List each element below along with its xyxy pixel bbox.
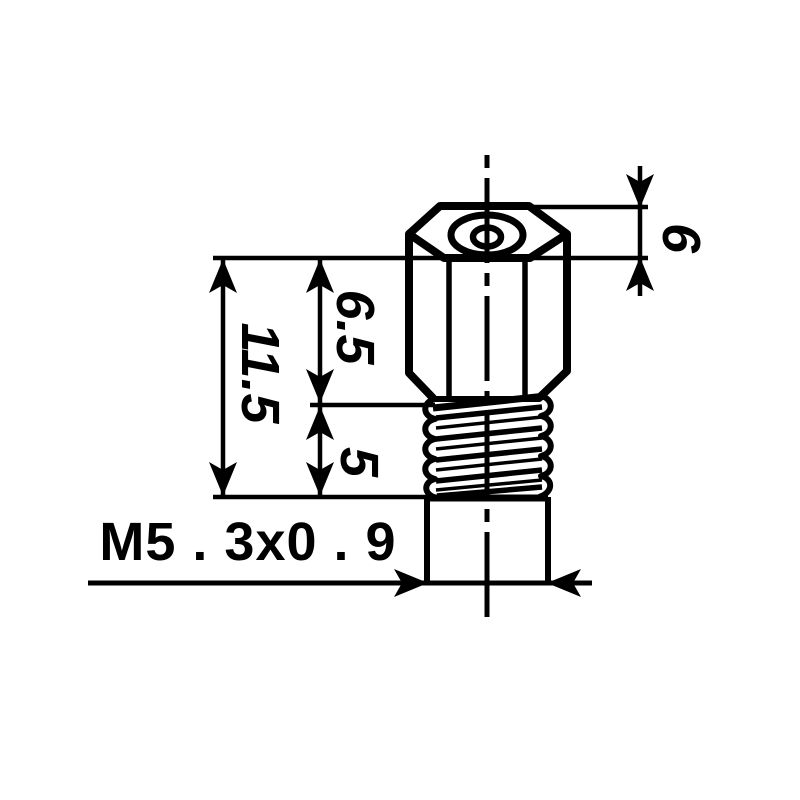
arrowhead-up-icon [306, 259, 334, 293]
dim-label-upper-length: 6.5 [325, 289, 385, 365]
dim-label-overall-length: 11.5 [230, 322, 290, 424]
arrowhead-down-icon [209, 462, 237, 496]
dimension-overall-length: 11.5 [209, 259, 290, 496]
hex-left-chamfer [405, 369, 437, 402]
thread-spec-callout: M5 . 3x0 . 9 [88, 512, 592, 597]
arrowhead-down-icon [306, 462, 334, 496]
dim-label-thread-length: 5 [329, 447, 389, 478]
thread-section [422, 392, 554, 501]
hole-chamfer-ellipse [447, 211, 527, 259]
thread-left-crests [422, 396, 438, 501]
jet-orifice-ellipse [469, 224, 505, 250]
base-cylinder [424, 494, 551, 583]
arrowhead-down-icon [626, 174, 654, 208]
arrowhead-left-icon [547, 569, 581, 597]
dimension-upper-length: 6.5 [306, 259, 435, 496]
dimension-head-height: 6 [529, 166, 711, 296]
arrowhead-up-icon [626, 257, 654, 291]
arrowhead-right-icon [394, 569, 428, 597]
arrowhead-up-icon [306, 406, 334, 440]
dimension-thread-length: 5 [306, 406, 389, 496]
dim-label-head-height: 6 [651, 223, 711, 254]
arrowhead-down-icon [306, 369, 334, 403]
thread-spec-label: M5 . 3x0 . 9 [99, 512, 396, 572]
arrowhead-up-icon [209, 259, 237, 293]
thread-right-crests [537, 393, 554, 500]
thread-helix-lines [432, 392, 547, 499]
